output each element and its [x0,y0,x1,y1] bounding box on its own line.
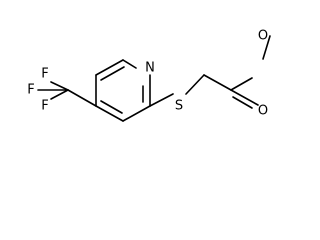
bond-c-f3 [50,89,69,100]
atom-label-fluorine-2: F [27,83,34,98]
atom-label-carbonyl-oxygen: O [258,104,268,119]
bond-c-f1 [50,81,69,91]
bond-ch2-c [203,74,232,91]
atom-label-nitrogen: N [145,61,155,76]
bond-c3-c2 [122,59,137,69]
bond-c1-c6 [122,105,151,122]
bond-c-o-double-b [232,96,253,109]
bond-c3-c4-inner [100,66,125,81]
bond-c1-s [149,93,174,107]
atom-label-fluorine-1: F [41,67,48,82]
bond-ring-cf3 [67,89,97,107]
molecule-structure: N S O O F F F [27,29,271,122]
atom-label-fluorine-3: F [41,99,48,114]
trifluoromethyl-group [37,81,97,107]
bond-c6-c5 [95,105,124,122]
bond-c3-c4 [95,59,124,76]
atom-label-sulfur: S [175,99,183,114]
bond-c6-c5-inner [100,100,123,114]
side-chain [149,35,271,109]
bond-c-o-single [230,77,253,91]
pyridine-ring [95,59,151,122]
atom-label-ester-oxygen: O [258,29,268,44]
bond-s-ch2 [185,74,205,95]
bond-c-o-double-a [230,89,259,106]
bond-o-ch3 [262,35,271,60]
